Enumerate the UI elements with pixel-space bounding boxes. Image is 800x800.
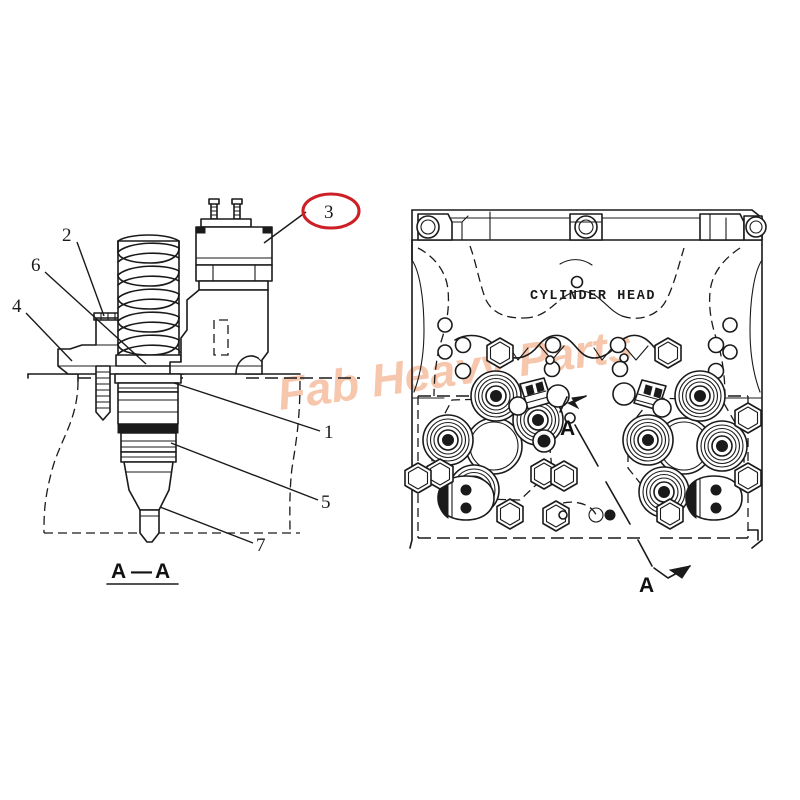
callout-3-highlight-ellipse (301, 192, 361, 230)
section-title-left-a: A (111, 560, 126, 583)
deck-bolt-holes (404, 317, 762, 532)
fuel-gallery-right (685, 475, 743, 521)
clamp-bolt (95, 365, 111, 421)
top-boss-center (569, 213, 603, 241)
section-marker-a-upper: A (560, 417, 575, 440)
callout-2: 2 (62, 225, 72, 246)
injector-nozzle-stack (114, 373, 182, 543)
valve-cluster-right (612, 370, 748, 521)
left-section-view: 2 6 4 3 1 5 7 A — A (12, 192, 361, 585)
callout-4: 4 (12, 296, 22, 317)
left-view-callouts: 2 6 4 3 1 5 7 (12, 202, 334, 556)
injector-solenoid-body (195, 198, 273, 291)
valve-cluster-left (422, 370, 570, 521)
top-boss-left (416, 213, 469, 241)
section-title-right-a: A (155, 560, 170, 583)
section-cut-line-a-a: A A (559, 395, 692, 597)
rocker-pedestal-band (454, 334, 725, 380)
cylinder-head-outline (409, 209, 767, 549)
left-view-leader-lines (25, 211, 321, 544)
injector-mid-body (169, 289, 269, 375)
cylinder-head-title: CYLINDER HEAD (530, 289, 656, 304)
callout-7: 7 (256, 535, 266, 556)
callout-6: 6 (31, 255, 41, 276)
section-title-a-a: A — A (106, 560, 179, 585)
cylinder-head-plan-view: CYLINDER HEAD (404, 209, 767, 597)
fuel-gallery-left (437, 475, 495, 521)
top-boss-right (699, 213, 767, 241)
callout-5: 5 (321, 492, 331, 513)
section-marker-a-lower: A (639, 574, 654, 597)
injector-spring (115, 234, 182, 367)
callout-1: 1 (324, 422, 334, 443)
callout-3: 3 (324, 202, 334, 223)
section-title-dash: — (131, 560, 152, 583)
